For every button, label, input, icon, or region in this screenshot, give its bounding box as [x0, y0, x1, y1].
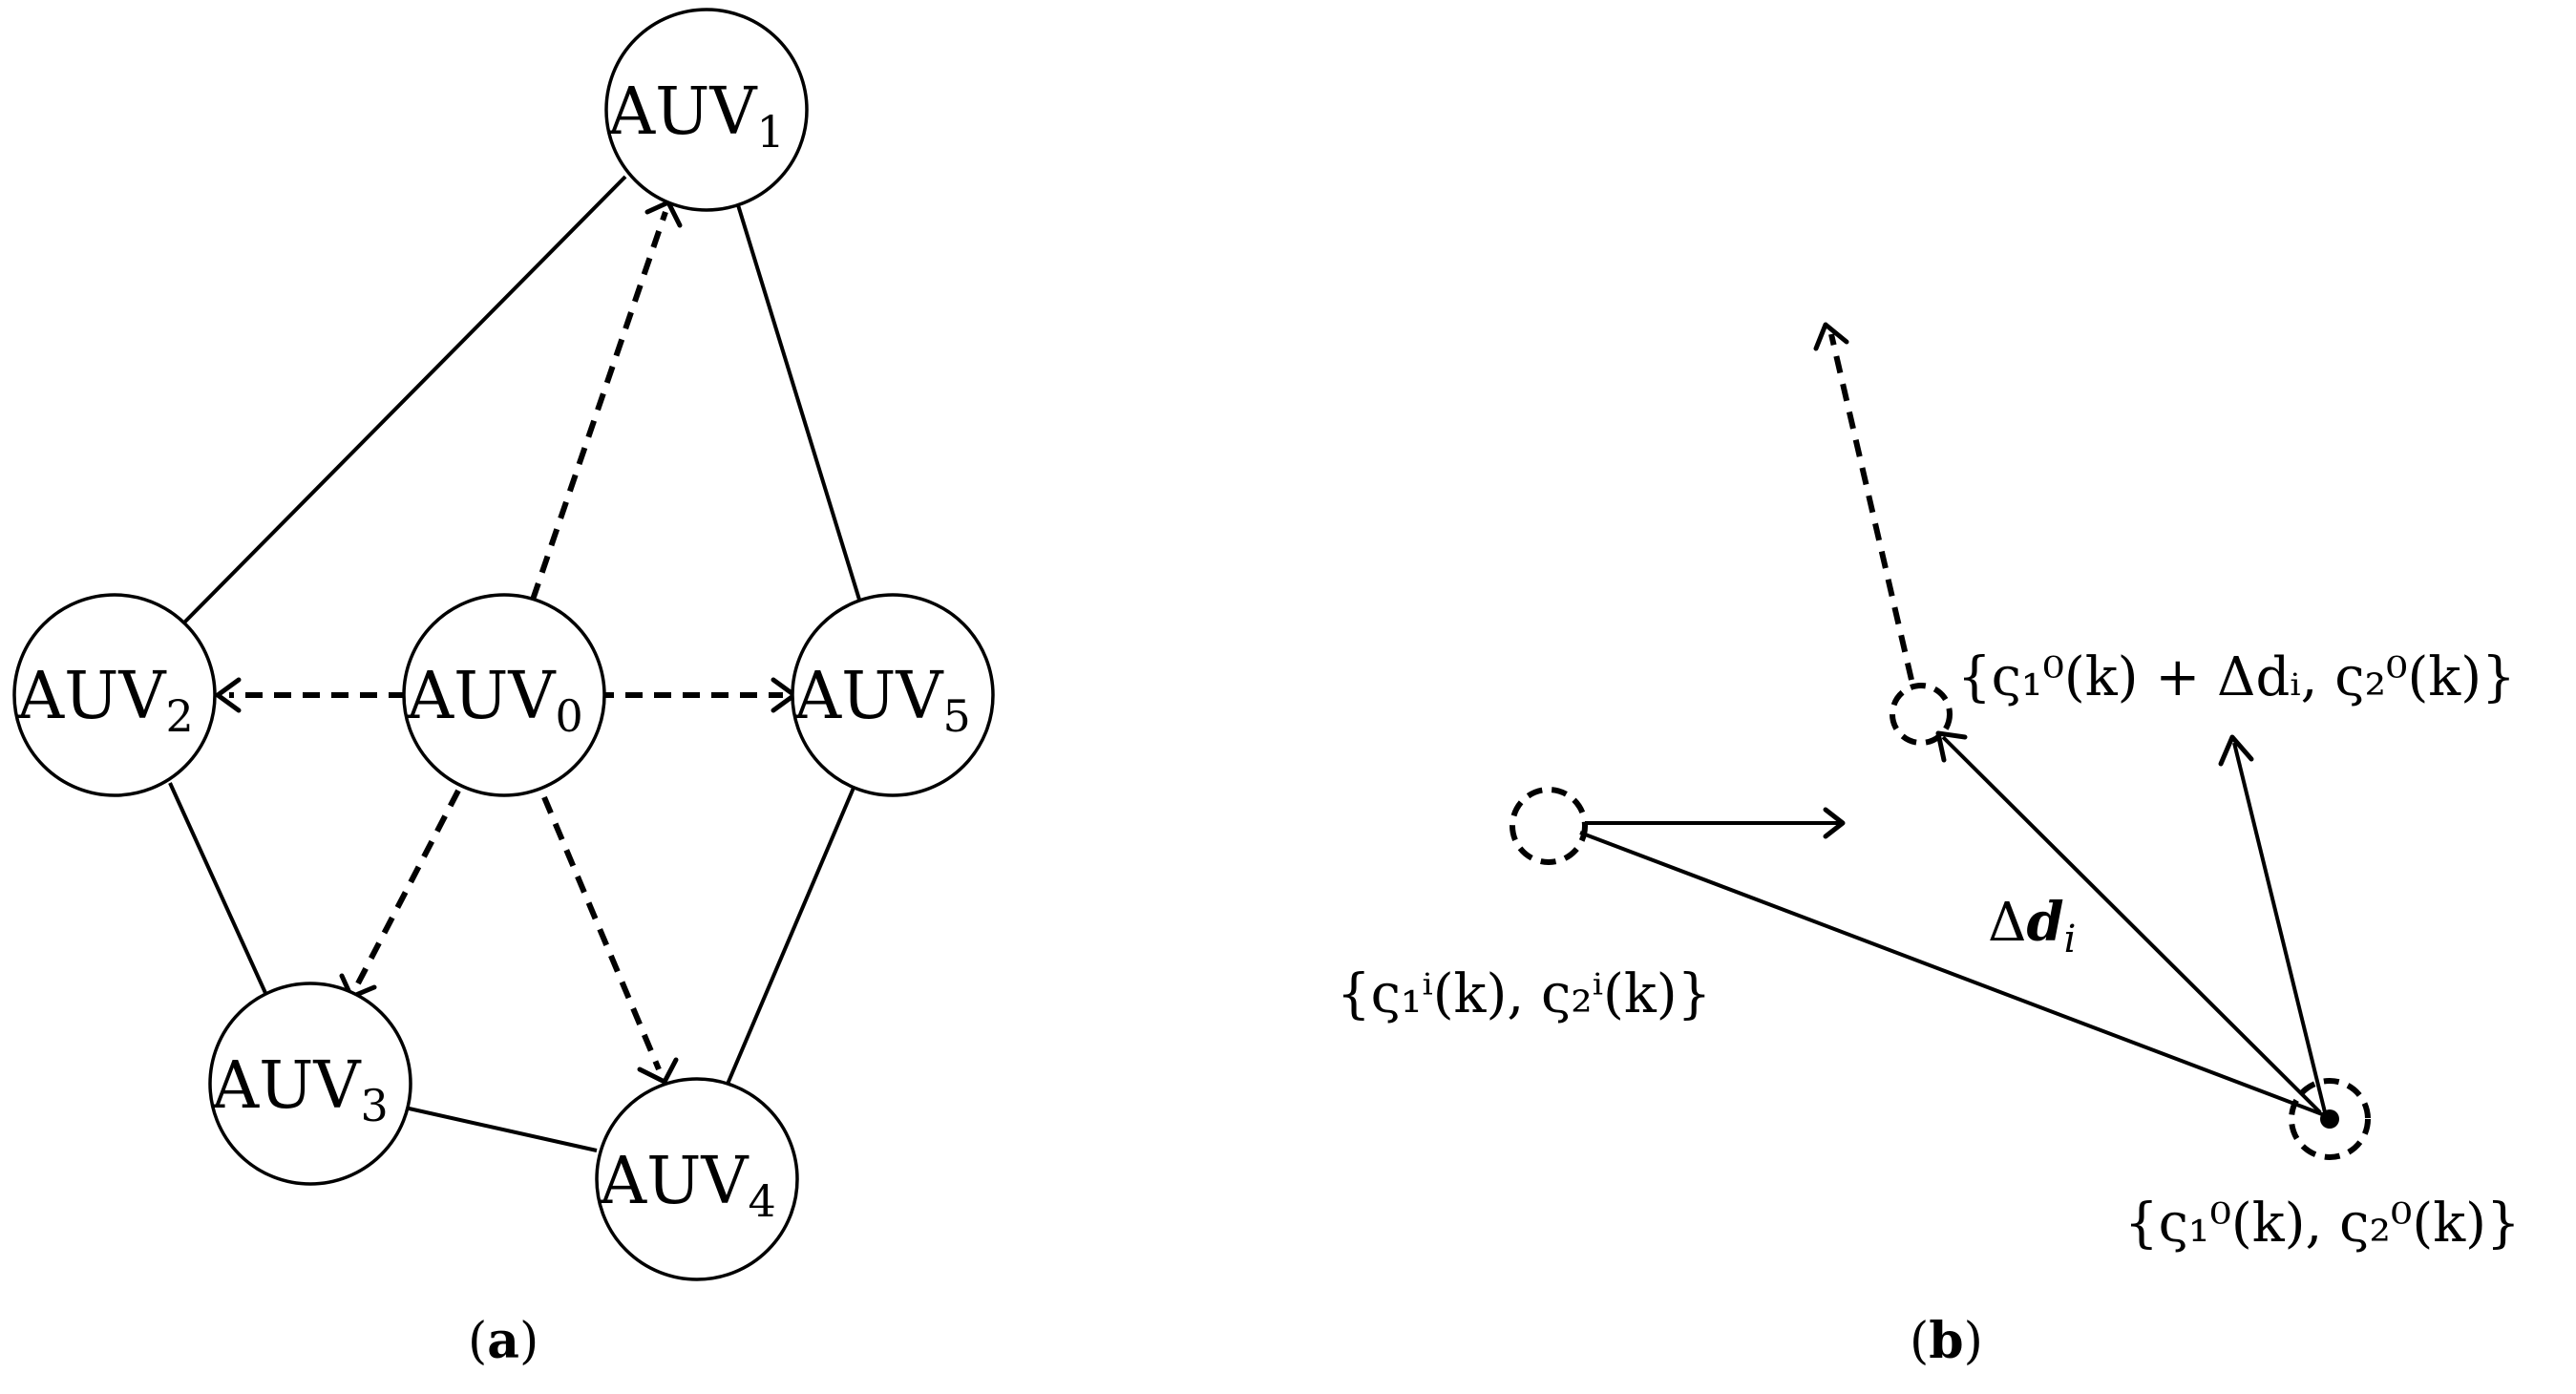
arrow-leader-target: [1941, 735, 2322, 1114]
arrow-auv0-auv1: [530, 211, 668, 601]
label-leader-coords: {ς₁⁰(k), ς₂⁰(k)}: [2124, 1193, 2521, 1255]
svg-text:AUV1: AUV1: [607, 74, 785, 158]
node-auv4: AUV4: [595, 1077, 799, 1281]
arrow-target-heading: [1828, 333, 1914, 681]
label-target-coords: {ς₁⁰(k) + Δdᵢ, ς₂⁰(k)}: [1957, 646, 2516, 708]
edge-auv1-auv5: [733, 195, 861, 601]
leader-dot: [2320, 1109, 2339, 1129]
node-auv5: AUV5: [791, 593, 995, 797]
panel-b: Δdi {ς₁ⁱ(k), ς₂ⁱ(k)} {ς₁⁰(k) + Δdᵢ, ς₂⁰(…: [1337, 322, 2521, 1370]
arrowhead-follower-icon: [1823, 807, 1846, 839]
svg-text:AUV0: AUV0: [406, 659, 583, 742]
edge-auv4-auv5: [724, 780, 858, 1089]
svg-text:AUV2: AUV2: [16, 659, 194, 742]
node-auv2: AUV2: [12, 593, 217, 797]
panel-a: AUV1 AUV2 AUV0 AUV5 AUV3 AUV4 (a): [12, 8, 995, 1370]
node-auv3: AUV3: [208, 982, 412, 1186]
node-auv1: AUV1: [604, 8, 809, 212]
arrowhead-auv2-icon: [215, 677, 242, 713]
arrowhead-leader-icon: [2218, 734, 2254, 767]
arrow-auv0-auv4: [541, 795, 662, 1071]
edge-auv1-auv2: [179, 175, 627, 627]
caption-a: (a): [468, 1312, 538, 1370]
leader-position-circle: [2289, 1078, 2371, 1160]
edge-auv2-auv3: [168, 782, 267, 994]
follower-position-circle: [1510, 787, 1588, 865]
node-auv0: AUV0: [402, 593, 606, 797]
svg-text:AUV3: AUV3: [211, 1048, 389, 1131]
svg-text:AUV4: AUV4: [599, 1144, 776, 1227]
line-follower-leader: [1579, 831, 2331, 1119]
arrow-auv0-auv3: [355, 789, 461, 985]
arrowhead-auv4-icon: [637, 1057, 679, 1085]
arrow-leader-heading: [2232, 742, 2327, 1113]
target-position-circle: [1890, 683, 1953, 746]
label-follower-coords: {ς₁ⁱ(k), ς₂ⁱ(k)}: [1337, 963, 1711, 1025]
caption-b: (b): [1910, 1312, 1983, 1370]
arrowhead-heading-icon: [1813, 322, 1849, 351]
label-delta-d: Δdi: [1988, 891, 2076, 961]
svg-text:AUV5: AUV5: [793, 659, 971, 742]
edge-auv3-auv4: [395, 1104, 598, 1152]
arrowhead-target-icon: [1935, 730, 1968, 763]
